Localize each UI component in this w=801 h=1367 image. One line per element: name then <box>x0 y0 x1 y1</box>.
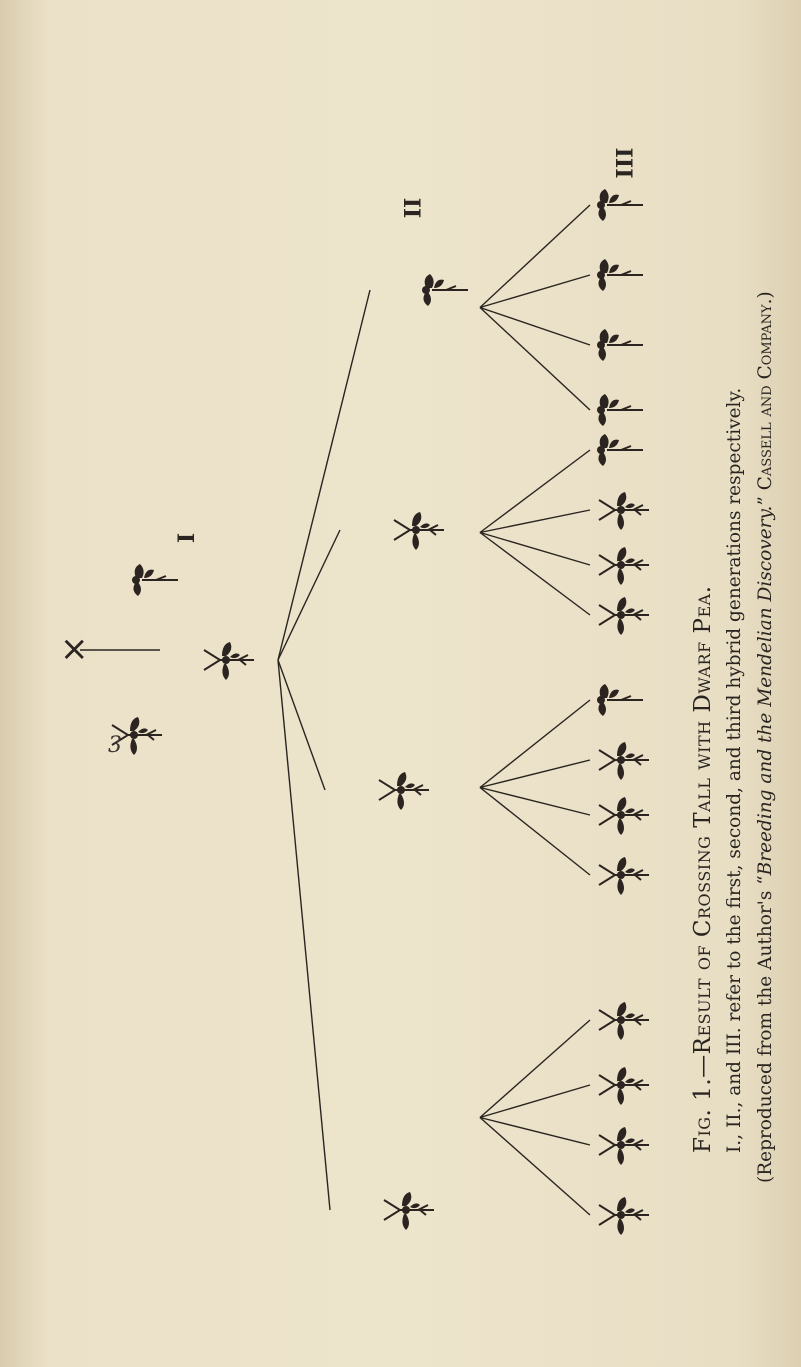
lineage-line <box>479 531 591 616</box>
tall-plant-icon <box>597 189 643 221</box>
lineage-line <box>479 306 591 411</box>
generation-label-2: II <box>400 197 427 219</box>
lineage-line <box>277 529 341 661</box>
lineage-line <box>277 659 331 1211</box>
dwarf-plant-icon <box>598 492 649 530</box>
dwarf-plant-icon <box>598 597 649 635</box>
dwarf-plant-icon <box>598 1002 649 1040</box>
dwarf-plant-icon <box>598 1127 649 1165</box>
caption-title: Fig. 1.—Result of Crossing Tall with Dwa… <box>690 585 716 1154</box>
dwarf-plant-icon <box>393 512 444 550</box>
handwritten-mark: 3 <box>108 733 122 758</box>
lineage-line <box>479 759 591 789</box>
lineage-line <box>479 204 591 309</box>
caption-source-close: ” <box>755 496 776 506</box>
generation-label-1: I <box>174 532 201 544</box>
lineage-line <box>479 509 591 534</box>
dwarf-plant-icon <box>598 797 649 835</box>
lineage-line <box>479 274 591 309</box>
tall-plant-icon <box>422 274 468 306</box>
lineage-line <box>479 1019 591 1119</box>
tall-plant-icon <box>597 394 643 426</box>
lineage-line <box>479 1116 591 1146</box>
caption-source-open: (Reproduced from the Author's “ <box>755 875 776 1183</box>
tall-plant-icon <box>132 564 178 596</box>
dwarf-plant-icon <box>111 717 162 755</box>
lineage-line <box>479 699 591 789</box>
caption-source-publisher: Cassell and Company.) <box>755 291 776 491</box>
cross-symbol: × <box>60 629 89 669</box>
lineage-line <box>277 659 326 791</box>
tall-plant-icon <box>597 434 643 466</box>
lineage-line <box>479 786 591 876</box>
caption-source-book: Breeding and the Mendelian Discovery. <box>755 505 776 876</box>
caption-source: (Reproduced from the Author's “Breeding … <box>750 183 781 1183</box>
tall-plant-icon <box>597 329 643 361</box>
lineage-line <box>277 289 371 661</box>
dwarf-plant-icon <box>598 1197 649 1235</box>
lineage-line <box>479 1084 591 1119</box>
dwarf-plant-icon <box>598 547 649 585</box>
dwarf-plant-icon <box>598 857 649 895</box>
lineage-line <box>479 449 591 534</box>
dwarf-plant-icon <box>383 1192 434 1230</box>
lineage-line <box>479 1116 591 1216</box>
dwarf-plant-icon <box>378 772 429 810</box>
dwarf-plant-icon <box>598 742 649 780</box>
lineage-line <box>479 306 591 346</box>
tall-plant-icon <box>597 259 643 291</box>
tall-plant-icon <box>597 684 643 716</box>
lineage-line <box>479 531 591 566</box>
caption-note: I., II., and III. refer to the first, se… <box>724 387 745 1153</box>
lineage-line <box>479 786 591 816</box>
generation-label-3: III <box>612 147 639 179</box>
dwarf-plant-icon <box>598 1067 649 1105</box>
dwarf-plant-icon <box>203 642 254 680</box>
